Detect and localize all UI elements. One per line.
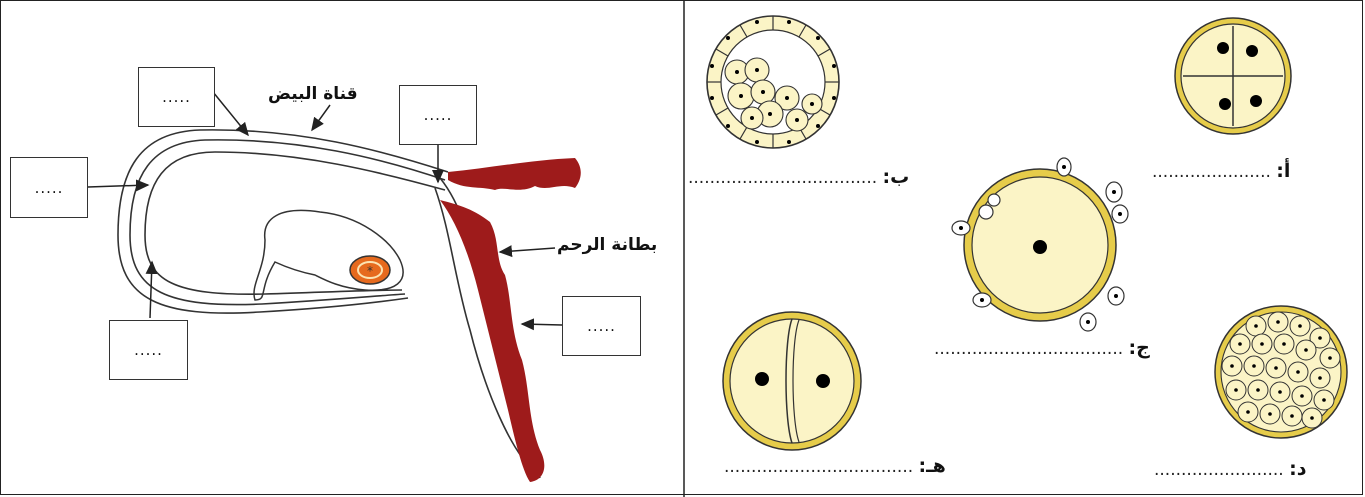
svg-text:*: * xyxy=(367,264,373,278)
stage-b-blank[interactable]: ................................... xyxy=(688,168,877,188)
cell-stage-blastocyst xyxy=(707,16,839,148)
stage-b-answer[interactable]: ب: ................................... xyxy=(688,166,909,188)
endometrium-label: بطانة الرحم xyxy=(557,235,657,255)
embryo-outline xyxy=(254,210,403,300)
cell-stage-morula xyxy=(1215,306,1347,438)
answer-box-uterus-top[interactable]: ..... xyxy=(399,85,477,145)
oviduct-label: قناة البيض xyxy=(268,84,358,104)
stage-d-letter: د: xyxy=(1289,458,1306,480)
cell-stage-ovum xyxy=(952,158,1128,331)
stage-e-letter: هـ: xyxy=(919,455,946,477)
cell-stage-two-cell xyxy=(723,312,861,450)
answer-box-bottom[interactable]: ..... xyxy=(109,320,188,380)
answer-box-endometrium[interactable]: ..... xyxy=(562,296,641,356)
stage-a-letter: أ: xyxy=(1276,160,1290,182)
stage-c-blank[interactable]: ................................... xyxy=(934,339,1123,359)
implanted-embryo: * xyxy=(350,256,390,284)
stage-a-answer[interactable]: أ: ...................... xyxy=(1152,160,1290,182)
stage-c-letter: ج: xyxy=(1129,337,1150,359)
stage-a-blank[interactable]: ...................... xyxy=(1152,162,1271,182)
answer-box-top[interactable]: ..... xyxy=(138,67,215,127)
stage-e-answer[interactable]: هـ: ................................... xyxy=(724,455,946,477)
stage-d-answer[interactable]: د: ........................ xyxy=(1154,458,1306,480)
stage-b-letter: ب: xyxy=(883,166,910,188)
endometrium-wall xyxy=(440,200,544,482)
stage-d-blank[interactable]: ........................ xyxy=(1154,460,1284,480)
answer-box-left[interactable]: ..... xyxy=(10,157,88,218)
stage-e-blank[interactable]: ................................... xyxy=(724,457,913,477)
endometrium-upper xyxy=(448,158,581,190)
stage-c-answer[interactable]: ج: ................................... xyxy=(934,337,1150,359)
cell-stage-four-cell xyxy=(1175,18,1291,134)
